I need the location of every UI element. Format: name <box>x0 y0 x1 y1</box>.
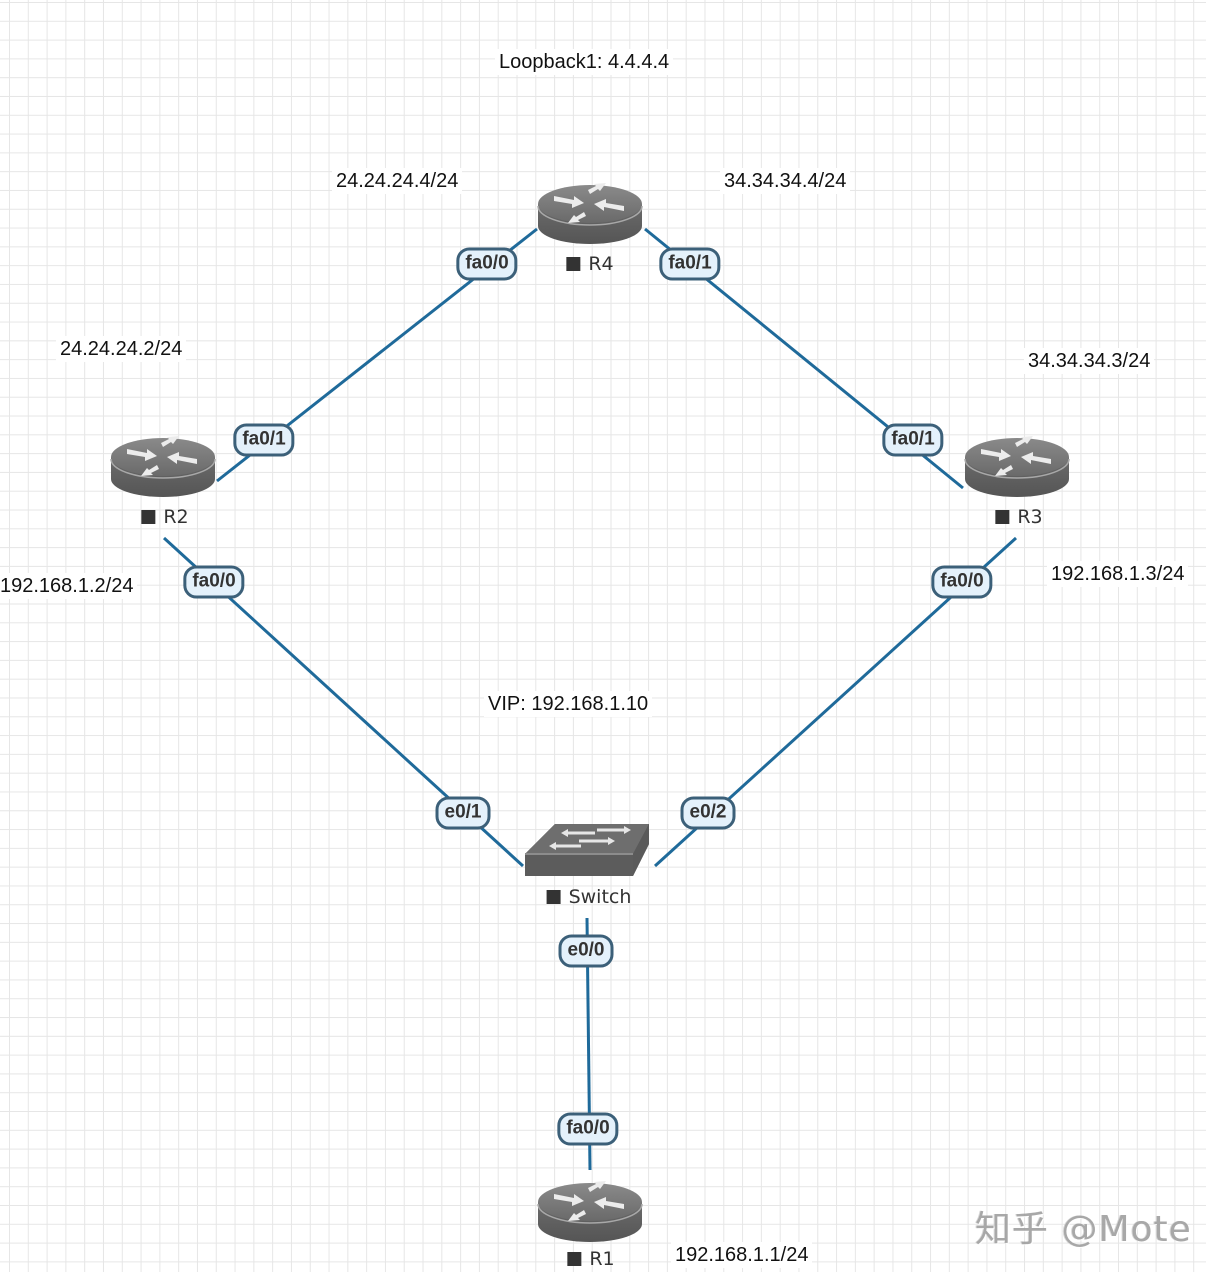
node-label-r1: R1 <box>567 1248 615 1270</box>
status-square-icon <box>141 510 156 524</box>
status-square-icon <box>567 1252 582 1266</box>
ip-label-r4-fa0-1: 34.34.34.4/24 <box>720 168 851 194</box>
watermark: 知乎 @Mote <box>975 1209 1192 1250</box>
ip-label-r2-fa0-0: 192.168.1.2/24 <box>0 573 138 599</box>
node-label-r4: R4 <box>566 253 614 275</box>
node-name: Switch <box>568 886 632 908</box>
node-label-r3: R3 <box>995 506 1043 528</box>
vip-label: VIP: 192.168.1.10 <box>484 691 653 717</box>
node-name: R4 <box>588 253 614 275</box>
router-r2-icon[interactable] <box>110 435 216 498</box>
ip-label-r2-fa0-1: 24.24.24.2/24 <box>56 336 187 362</box>
port-r2-fa0-0[interactable]: fa0/0 <box>183 565 245 599</box>
ip-label-r3-fa0-1: 34.34.34.3/24 <box>1024 348 1155 374</box>
node-name: R1 <box>589 1248 615 1270</box>
status-square-icon <box>546 890 561 904</box>
switch-icon[interactable] <box>523 822 651 878</box>
port-switch-e0-2[interactable]: e0/2 <box>680 796 736 830</box>
port-r3-fa0-1[interactable]: fa0/1 <box>882 423 944 457</box>
ip-label-r4-fa0-0: 24.24.24.4/24 <box>332 168 463 194</box>
node-name: R2 <box>163 506 189 528</box>
node-label-r2: R2 <box>141 506 189 528</box>
ip-label-r3-fa0-0: 192.168.1.3/24 <box>1047 561 1189 587</box>
port-r4-fa0-0[interactable]: fa0/0 <box>456 247 518 281</box>
port-switch-e0-0[interactable]: e0/0 <box>558 934 614 968</box>
port-r1-fa0-0[interactable]: fa0/0 <box>557 1112 619 1146</box>
router-r4-icon[interactable] <box>537 182 643 245</box>
port-r4-fa0-1[interactable]: fa0/1 <box>659 247 721 281</box>
node-name: R3 <box>1017 506 1043 528</box>
ip-label-r1-fa0-0: 192.168.1.1/24 <box>671 1242 813 1268</box>
router-r3-icon[interactable] <box>964 435 1070 498</box>
node-label-switch: Switch <box>546 886 632 908</box>
loopback-label: Loopback1: 4.4.4.4 <box>495 49 674 75</box>
status-square-icon <box>566 257 581 271</box>
router-r1-icon[interactable] <box>537 1180 643 1243</box>
port-r3-fa0-0[interactable]: fa0/0 <box>931 565 993 599</box>
port-r2-fa0-1[interactable]: fa0/1 <box>233 423 295 457</box>
status-square-icon <box>995 510 1010 524</box>
port-switch-e0-1[interactable]: e0/1 <box>435 796 491 830</box>
